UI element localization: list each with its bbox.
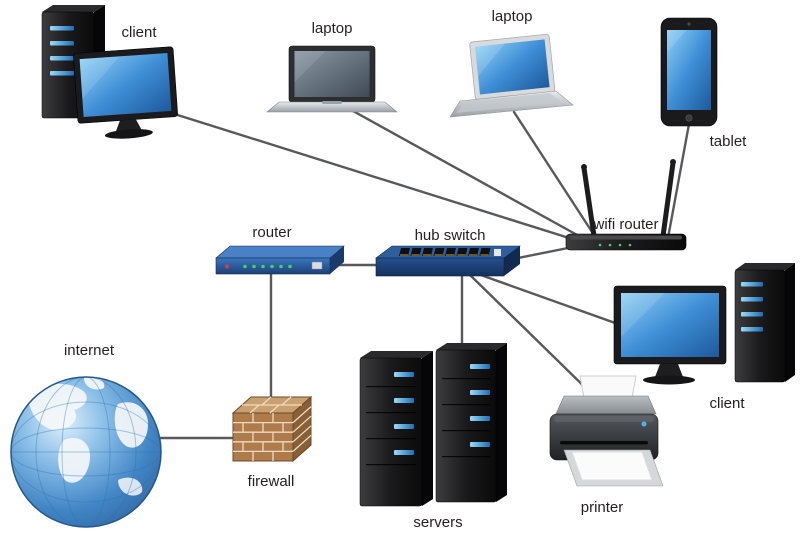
printer-output-paper <box>571 451 653 481</box>
laptop-hinge-notch <box>322 101 342 104</box>
globe-gridlines <box>11 377 161 527</box>
edge-tablet--wifi-router <box>666 122 691 240</box>
firewall-mortar-lines <box>233 396 312 461</box>
label-hub-switch: hub switch <box>415 227 486 244</box>
label-client-top-left: client <box>121 24 157 41</box>
node-hub-switch: hub switch <box>375 227 521 277</box>
label-laptop-center: laptop <box>312 20 353 37</box>
router-power-light <box>225 264 229 269</box>
printer-status-light <box>641 421 647 427</box>
node-laptop-center: laptop <box>266 20 398 113</box>
node-client-top-left: client <box>41 5 178 139</box>
node-laptop-right: laptop <box>449 8 574 118</box>
wifi-router-lights <box>598 243 632 247</box>
wifi-antennas <box>581 160 676 239</box>
tablet-camera <box>687 22 691 26</box>
firewall-front-face <box>232 412 294 462</box>
node-servers: servers <box>359 343 507 531</box>
server-tower-right <box>435 343 507 503</box>
switch-uplink-port <box>494 249 501 256</box>
printer-top-tray <box>555 395 657 415</box>
desktop-tower-right <box>734 263 795 383</box>
switch-side-face <box>504 246 520 276</box>
label-tablet: tablet <box>710 133 748 150</box>
label-internet: internet <box>64 342 115 359</box>
label-client-right: client <box>709 395 745 412</box>
wifi-router-top-highlight <box>570 235 682 240</box>
label-printer: printer <box>581 499 624 516</box>
tablet-screen <box>667 30 711 110</box>
monitor-screen <box>79 53 172 118</box>
router-top-face <box>215 245 345 259</box>
server-tower-left <box>359 351 433 507</box>
node-router: router <box>215 224 345 275</box>
switch-ports <box>399 248 491 256</box>
node-internet: internet <box>10 342 162 528</box>
monitor <box>73 46 178 139</box>
node-wifi-router: wifi router <box>565 159 687 251</box>
wifi-antenna-tip-left <box>581 164 587 170</box>
node-client-right: client <box>613 263 795 412</box>
laptop2-keyboard <box>456 93 562 113</box>
label-laptop-right: laptop <box>492 8 533 25</box>
globe-continents <box>28 377 148 496</box>
router-side-face <box>330 246 344 274</box>
laptop-screen <box>294 51 370 97</box>
label-firewall: firewall <box>248 473 295 490</box>
label-servers: servers <box>413 514 462 531</box>
monitor-right <box>613 285 727 385</box>
node-tablet: tablet <box>660 17 748 150</box>
router-status-lights <box>243 264 292 269</box>
laptop-base <box>266 101 398 113</box>
label-router: router <box>252 224 291 241</box>
wifi-antenna-tip-right <box>670 159 676 165</box>
globe-outline <box>10 376 162 528</box>
node-firewall: firewall <box>231 395 313 490</box>
router-port <box>311 261 323 270</box>
label-wifi-router: wifi router <box>592 216 658 233</box>
printer-body-highlight <box>554 416 654 422</box>
monitor-right-screen <box>621 293 719 357</box>
edge-hub-switch--printer <box>468 273 600 402</box>
edge-client-top-left--wifi-router <box>166 110 587 245</box>
laptop2-screen <box>474 39 550 95</box>
switch-front-face <box>375 257 505 277</box>
printer-output-slot <box>560 441 648 445</box>
printer-input-paper <box>579 375 637 399</box>
edge-laptop-right--wifi-router <box>512 110 598 240</box>
node-printer: printer <box>549 375 664 516</box>
edge-laptop-center--wifi-router <box>342 104 590 243</box>
tablet-home-button <box>685 114 693 122</box>
